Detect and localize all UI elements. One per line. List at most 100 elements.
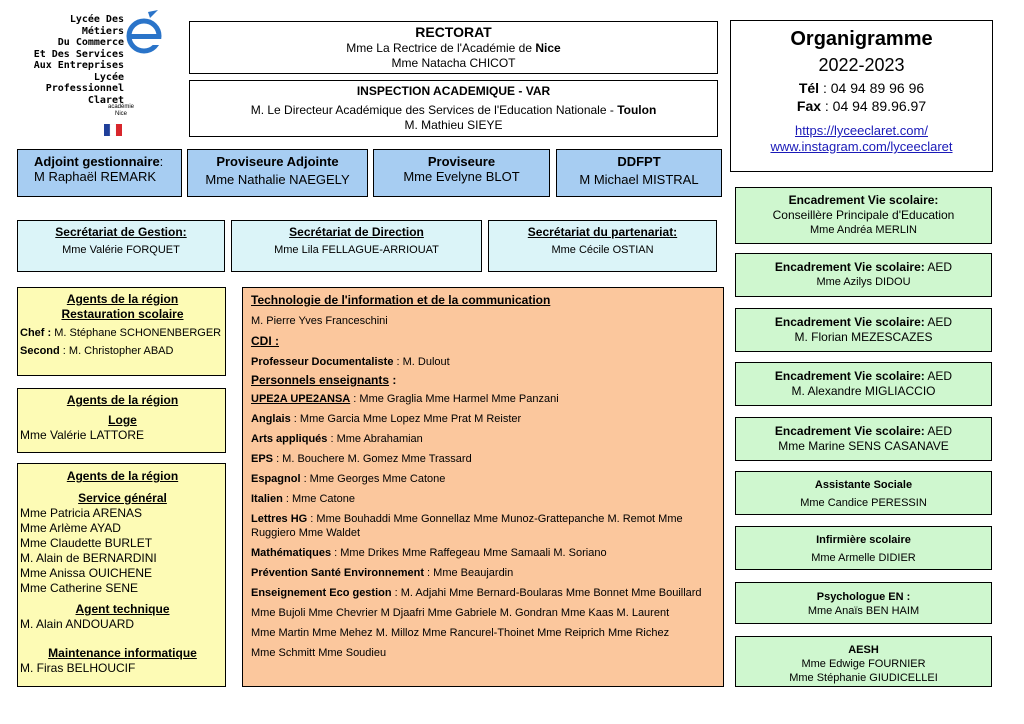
secretariat-partenariat-box: Secrétariat du partenariat: Mme Cécile O…: [488, 220, 717, 272]
info-title: Maintenance informatique: [48, 646, 197, 660]
academie-label: académie Nice: [107, 104, 134, 117]
subject-row: Italien : Mme Catone: [251, 493, 355, 505]
subject-row: Anglais : Mme Garcia Mme Lopez Mme Prat …: [251, 413, 522, 425]
vie-scolaire-name: Mme Azilys DIDOU: [816, 276, 911, 288]
social-name: Mme Armelle DIDIER: [811, 552, 916, 564]
direction-title: Proviseure Adjointe: [216, 154, 339, 169]
cdi-title: CDI :: [251, 334, 279, 348]
vie-scolaire-name: Mme Andréa MERLIN: [810, 224, 917, 236]
secretariat-title: Secrétariat de Direction: [289, 225, 424, 239]
social-title: AESH: [848, 644, 879, 656]
secretariat-title: Secrétariat de Gestion:: [55, 225, 187, 239]
cpe-box: Encadrement Vie scolaire: Conseillère Pr…: [735, 187, 992, 244]
vie-scolaire-name: M. Alexandre MIGLIACCIO: [791, 384, 936, 398]
secretariat-name: Mme Lila FELLAGUE-ARRIOUAT: [274, 244, 439, 256]
vie-scolaire-title: Encadrement Vie scolaire:: [788, 193, 939, 207]
secretariat-direction-box: Secrétariat de Direction Mme Lila FELLAG…: [231, 220, 482, 272]
tech-name: M. Alain ANDOUARD: [20, 617, 135, 631]
ddfpt-box: DDFPT M Michael MISTRAL: [556, 149, 722, 197]
restauration-chef: Chef : M. Stéphane SCHONENBERGER: [20, 327, 222, 339]
direction-title: Proviseure: [427, 154, 496, 169]
subject-row: Mathématiques : Mme Drikes Mme Raffegeau…: [251, 547, 607, 559]
social-name: Mme Candice PERESSIN: [800, 497, 927, 509]
aed-box: Encadrement Vie scolaire: AED Mme Marine…: [735, 417, 992, 461]
direction-title: DDFPT: [617, 154, 661, 169]
subject-row: Arts appliqués : Mme Abrahamian: [251, 433, 423, 445]
rectorat-line1: Mme La Rectrice de l'Académie de Nice: [346, 41, 561, 55]
secretariat-name: Mme Valérie FORQUET: [62, 244, 180, 256]
social-title: Infirmière scolaire: [816, 534, 911, 546]
general-name: Mme Arlème AYAD: [20, 521, 121, 535]
vie-scolaire-name: M. Florian MEZESCAZES: [794, 330, 933, 344]
social-name: Mme Edwige FOURNIER: [801, 658, 926, 670]
rectorat-box: RECTORAT Mme La Rectrice de l'Académie d…: [189, 21, 718, 74]
extra-teachers-row: Mme Schmitt Mme Soudieu: [251, 647, 387, 659]
direction-name: Mme Nathalie NAEGELY: [205, 172, 350, 187]
aed-box: Encadrement Vie scolaire: AED M. Florian…: [735, 308, 992, 352]
infirmiere-box: Infirmière scolaire Mme Armelle DIDIER: [735, 526, 992, 570]
general-title: Agents de la région: [66, 469, 179, 483]
personnel-box: Technologie de l'information et de la co…: [242, 287, 724, 687]
aed-box: Encadrement Vie scolaire: AED Mme Azilys…: [735, 253, 992, 297]
org-tel: Tél : 04 94 89 96 96: [798, 80, 925, 96]
subject-row: EPS : M. Bouchere M. Gomez Mme Trassard: [251, 453, 472, 465]
direction-name: M Raphaël REMARK: [34, 169, 157, 184]
extra-teachers-row: Mme Bujoli Mme Chevrier M Djaafri Mme Ga…: [251, 607, 670, 619]
general-name: Mme Catherine SENE: [20, 581, 139, 595]
extra-teachers-row: Mme Martin Mme Mehez M. Milloz Mme Rancu…: [251, 627, 670, 639]
subject-row: Prévention Santé Environnement : Mme Bea…: [251, 567, 514, 579]
inspection-line1: M. Le Directeur Académique des Services …: [250, 103, 657, 117]
loge-box: Agents de la région Loge Mme Valérie LAT…: [17, 388, 226, 453]
tech-title: Agent technique: [75, 602, 170, 616]
instagram-link[interactable]: www.instagram.com/lyceeclaret: [770, 139, 953, 154]
tic-name: M. Pierre Yves Franceschini: [251, 315, 388, 327]
direction-name: Mme Evelyne BLOT: [403, 169, 520, 184]
secretariat-title: Secrétariat du partenariat:: [527, 225, 678, 239]
school-name: Lycée Des Métiers Du Commerce Et Des Ser…: [33, 14, 124, 106]
social-title: Psychologue EN :: [816, 591, 911, 603]
adjoint-gestionnaire-box: Adjoint gestionnaire: M Raphaël REMARK: [17, 149, 182, 197]
vie-scolaire-role: Conseillère Principale d'Education: [772, 208, 955, 222]
psychologue-box: Psychologue EN : Mme Anaïs BEN HAIM: [735, 582, 992, 624]
general-name: M. Alain de BERNARDINI: [20, 551, 157, 565]
proviseure-box: Proviseure Mme Evelyne BLOT: [373, 149, 550, 197]
website-link[interactable]: https://lyceeclaret.com/: [795, 123, 928, 138]
secretariat-name: Mme Cécile OSTIAN: [551, 244, 654, 256]
assistante-sociale-box: Assistante Sociale Mme Candice PERESSIN: [735, 471, 992, 515]
restauration-box: Agents de la région Restauration scolair…: [17, 287, 226, 376]
pe-title: Personnels enseignants :: [251, 373, 397, 387]
org-year: 2022-2023: [818, 55, 905, 75]
secretariat-gestion-box: Secrétariat de Gestion: Mme Valérie FORQ…: [17, 220, 225, 272]
rectorat-name: Mme Natacha CHICOT: [391, 56, 516, 70]
inspection-name: M. Mathieu SIEYE: [404, 118, 503, 132]
social-name: Mme Stéphanie GIUDICELLEI: [789, 672, 938, 684]
general-name: Mme Anissa OUICHENE: [20, 566, 153, 580]
organigramme-box: Organigramme 2022-2023 Tél : 04 94 89 96…: [730, 20, 993, 172]
inspection-box: INSPECTION ACADEMIQUE - VAR M. Le Direct…: [189, 80, 718, 137]
e-logo-icon: [126, 10, 164, 54]
doc-row: Professeur Documentaliste : M. Dulout: [251, 356, 450, 368]
vie-scolaire-name: Mme Marine SENS CASANAVE: [778, 439, 949, 453]
social-title: Assistante Sociale: [814, 479, 913, 491]
general-name: Mme Claudette BURLET: [20, 536, 153, 550]
restauration-title: Agents de la région: [66, 292, 179, 306]
restauration-second: Second : M. Christopher ABAD: [20, 345, 174, 357]
general-name: Mme Patricia ARENAS: [20, 506, 143, 520]
subject-row: Lettres HG : Mme Bouhaddi Mme Gonnellaz …: [251, 513, 683, 539]
subject-row: Espagnol : Mme Georges Mme Catone: [251, 473, 446, 485]
subject-row: UPE2A UPE2ANSA : Mme Graglia Mme Harmel …: [251, 393, 559, 405]
loge-title: Agents de la région: [66, 393, 179, 407]
restauration-subtitle: Restauration scolaire: [61, 307, 184, 321]
loge-subtitle: Loge: [108, 413, 137, 427]
tic-title: Technologie de l'information et de la co…: [251, 293, 551, 307]
social-name: Mme Anaïs BEN HAIM: [807, 605, 920, 617]
subject-row: Enseignement Eco gestion : M. Adjahi Mme…: [251, 587, 702, 599]
direction-name: M Michael MISTRAL: [579, 172, 699, 187]
service-general-box: Agents de la région Service général Mme …: [17, 463, 226, 687]
republique-flag-icon: [104, 124, 122, 136]
proviseure-adjointe-box: Proviseure Adjointe Mme Nathalie NAEGELY: [187, 149, 368, 197]
org-fax: Fax : 04 94 89.96.97: [796, 98, 927, 114]
general-service-title: Service général: [78, 491, 167, 505]
org-title: Organigramme: [790, 28, 933, 50]
loge-name: Mme Valérie LATTORE: [20, 428, 145, 442]
